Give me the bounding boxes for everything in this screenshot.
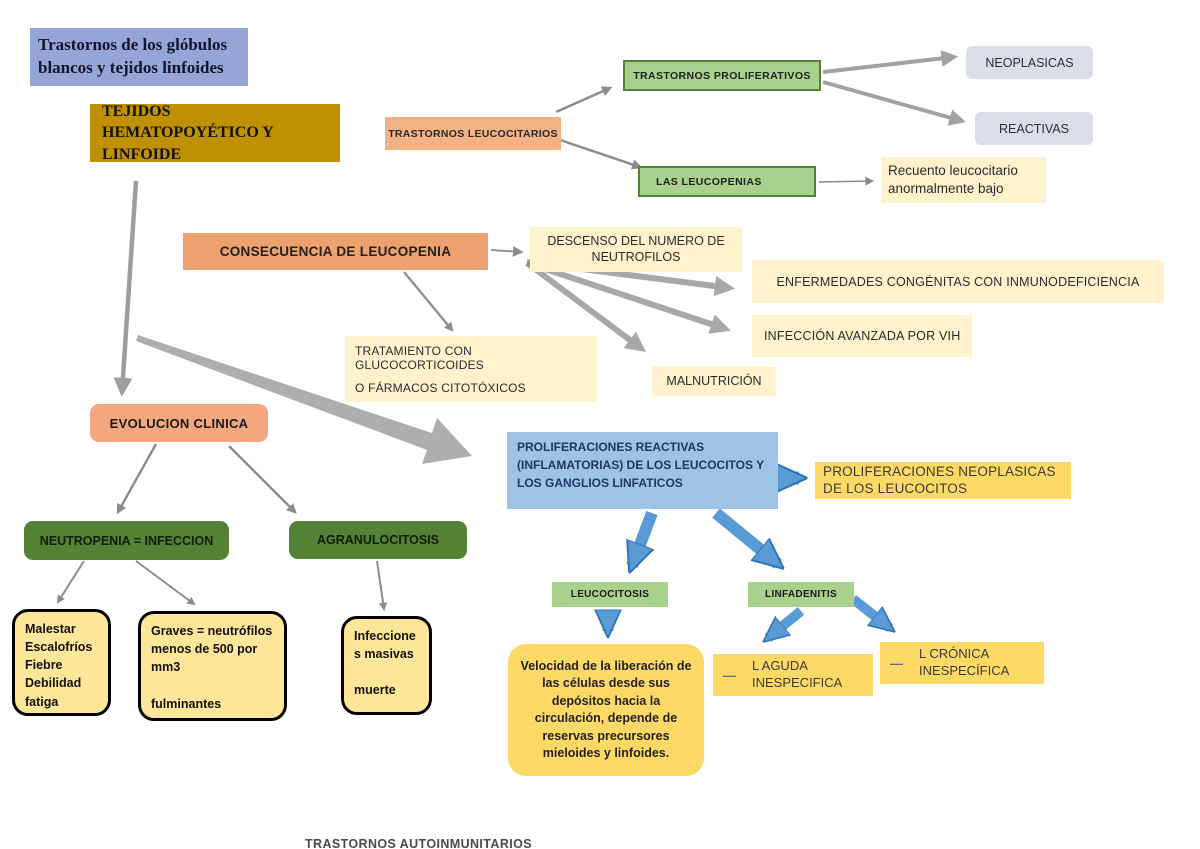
child-infecciones-masivas: Infeccione s masivas muerte — [341, 616, 432, 715]
node-proliferaciones-neoplasicas: PROLIFERACIONES NEOPLASICAS DE LOS LEUCO… — [815, 462, 1071, 499]
node-reactivas: REACTIVAS — [975, 112, 1093, 145]
node-linfadenitis-aguda: — L AGUDA INESPECIFICA — [713, 654, 873, 696]
node-trastornos-leucocitarios: TRASTORNOS LEUCOCITARIOS — [385, 117, 561, 150]
footer-partial-text: TRASTORNOS AUTOINMUNITARIOS — [305, 838, 533, 849]
diagram-title: Trastornos de los glóbulos blancos y tej… — [30, 28, 248, 86]
dash-bullet: — — [723, 667, 736, 683]
node-proliferaciones-reactivas: PROLIFERACIONES REACTIVAS (INFLAMATORIAS… — [507, 432, 778, 509]
note-recuento-leucocitario: Recuento leucocitario anormalmente bajo — [882, 157, 1046, 203]
note-malnutricion: MALNUTRICIÓN — [652, 366, 776, 396]
note-enfermedades-congenitas: ENFERMEDADES CONGÉNITAS CON INMUNODEFICI… — [752, 260, 1164, 303]
node-leucocitosis: LEUCOCITOSIS — [552, 582, 668, 607]
note-descenso-neutrofilos: DESCENSO DEL NUMERO DE NEUTROFILOS — [530, 227, 742, 272]
node-consecuencia-leucopenia: CONSECUENCIA DE LEUCOPENIA — [183, 233, 488, 270]
dash-bullet: — — [890, 655, 903, 671]
note-tratamiento-glucocorticoides: TRATAMIENTO CON GLUCOCORTICOIDES O FÁRMA… — [345, 336, 597, 402]
node-evolucion-clinica: EVOLUCION CLINICA — [90, 404, 268, 442]
child-sintomas-malestar: Malestar Escalofríos Fiebre Debilidad fa… — [12, 609, 111, 716]
node-trastornos-proliferativos: TRASTORNOS PROLIFERATIVOS — [623, 60, 821, 91]
node-neutropenia-infeccion: NEUTROPENIA = INFECCION — [24, 521, 229, 560]
node-agranulocitosis: AGRANULOCITOSIS — [289, 521, 467, 559]
node-neoplasicas: NEOPLASICAS — [966, 46, 1093, 79]
note-velocidad-liberacion: Velocidad de la liberación de las célula… — [508, 644, 704, 776]
child-graves-neutrofilos: Graves = neutrófilos menos de 500 por mm… — [138, 611, 287, 721]
node-tejidos-hematopoyetico: TEJIDOS HEMATOPOYÉTICO Y LINFOIDE — [90, 103, 340, 163]
big-diagonal-arrow — [136, 335, 472, 464]
node-linfadenitis-cronica: — L CRÓNICA INESPECÍFICA — [880, 642, 1044, 684]
node-las-leucopenias: LAS LEUCOPENIAS — [638, 166, 816, 197]
note-infeccion-vih: INFECCIÓN AVANZADA POR VIH — [752, 315, 972, 357]
node-linfadenitis: LINFADENITIS — [748, 582, 854, 607]
